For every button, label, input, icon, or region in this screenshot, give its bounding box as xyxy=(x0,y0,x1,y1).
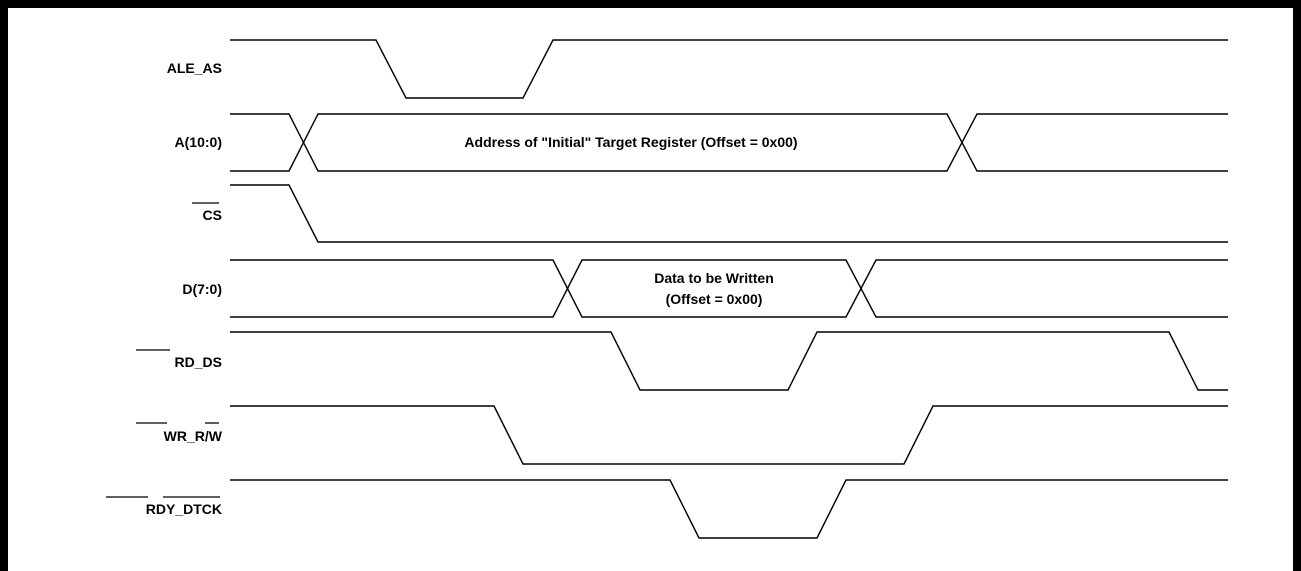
label-ale-as: ALE_AS xyxy=(167,60,222,76)
address-bus-text: Address of "Initial" Target Register (Of… xyxy=(464,134,797,150)
waveform-data-bus xyxy=(230,259,1228,318)
label-data: D(7:0) xyxy=(182,281,222,297)
waveform-wr-rw xyxy=(230,405,1228,465)
waveform-cs xyxy=(230,184,1228,243)
label-wr-rw: WR_R/W xyxy=(164,428,223,444)
waveform-rdy-dtck xyxy=(230,479,1228,539)
data-bus-text-line2: (Offset = 0x00) xyxy=(666,291,763,307)
waveform-ale-as xyxy=(230,39,1228,99)
label-cs: CS xyxy=(203,207,222,223)
waveform-address-bus xyxy=(230,113,1228,172)
data-bus-text-line1: Data to be Written xyxy=(654,270,774,286)
label-rd-ds: RD_DS xyxy=(175,354,222,370)
label-address: A(10:0) xyxy=(175,134,222,150)
waveform-rd-ds xyxy=(230,331,1228,391)
label-rdy-dtck: RDY_DTCK xyxy=(146,501,222,517)
